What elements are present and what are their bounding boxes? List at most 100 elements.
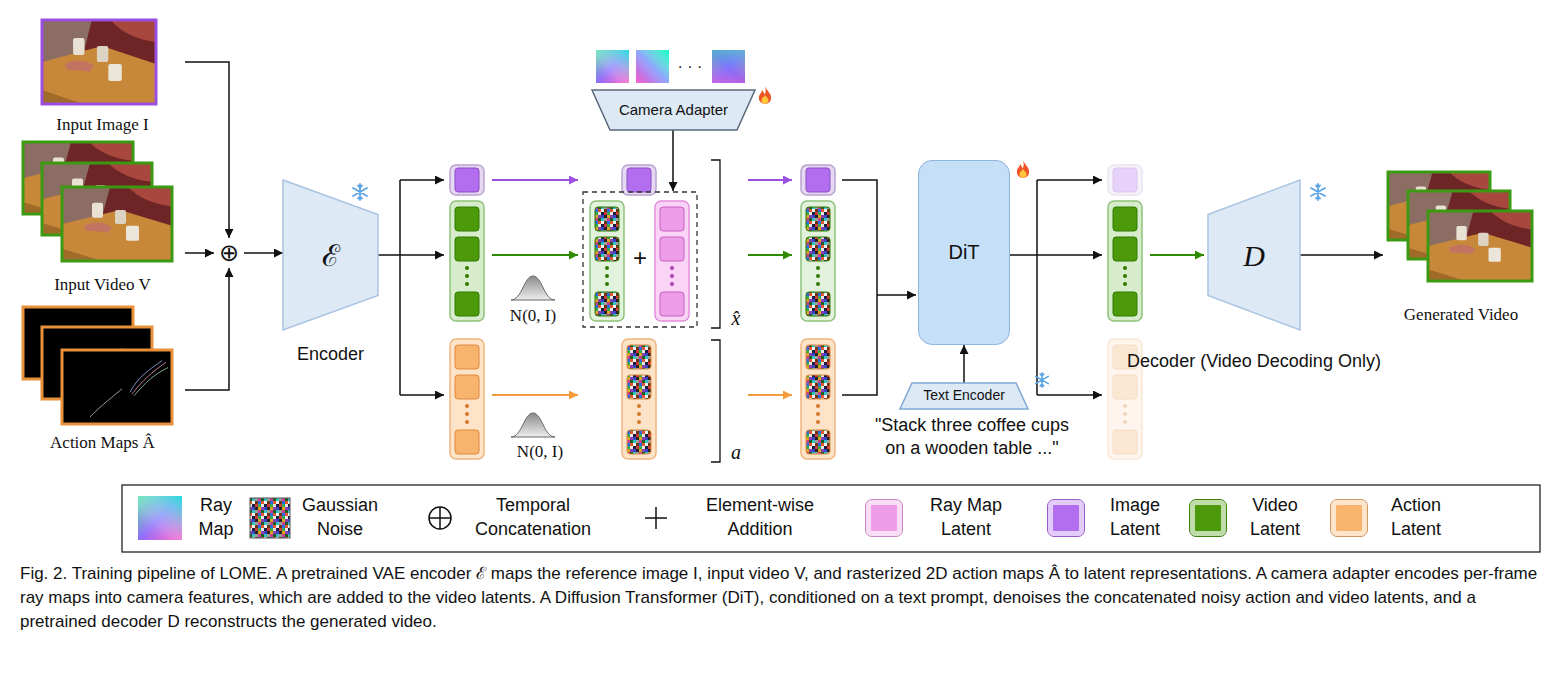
noise-distribution: N(0, I) — [500, 441, 580, 463]
frozen-trainable-icons — [759, 86, 771, 104]
frozen-trainable-icons — [1036, 373, 1049, 387]
encoder-split-arrows — [400, 394, 444, 396]
latent-arrows — [492, 179, 578, 181]
legend-text: Element-wise Addition — [690, 494, 830, 542]
action-maps: Action Maps Â — [20, 302, 185, 457]
action-map-frames — [62, 350, 172, 424]
ray-map-frames — [596, 50, 745, 83]
addition-operator: + — [627, 246, 653, 270]
legend-frame — [429, 507, 451, 529]
node-label: Generated Video — [1383, 304, 1539, 326]
bracket — [711, 160, 720, 462]
latent-column — [801, 165, 835, 195]
legend-frame — [122, 485, 1540, 552]
connector-arrow — [963, 345, 965, 383]
noise-distribution: N(0, I) — [493, 305, 573, 327]
dit-split-arrows — [1037, 179, 1102, 181]
legend-frame — [122, 485, 1540, 552]
ray-map-frames — [596, 50, 629, 83]
noisy-latent-column — [590, 201, 624, 321]
ellipsis: · · · — [670, 57, 710, 78]
ray-map-frames — [596, 50, 629, 83]
output-latent-column — [1108, 165, 1142, 195]
legend-frame — [645, 507, 667, 529]
noisy-latent-column — [622, 339, 656, 459]
noisy-latent-column — [583, 192, 697, 327]
bracket — [711, 160, 720, 328]
frozen-trainable-icons — [1017, 160, 1029, 178]
input-video-frames — [62, 187, 172, 261]
encoder-trapezoid: ℰEncoder — [283, 180, 378, 330]
bracket-label: a — [724, 439, 748, 465]
merge-arrow — [842, 180, 877, 395]
latent-column — [450, 165, 484, 195]
legend-swatch — [1048, 500, 1084, 536]
frozen-trainable-icons — [353, 184, 367, 200]
input-video-frames — [62, 187, 172, 261]
latent-arrows — [492, 180, 578, 395]
node-outline — [900, 383, 1028, 409]
node-label: Input Image I — [20, 114, 185, 136]
gaussian-curve — [511, 276, 555, 300]
node-label: Decoder (Video Decoding Only) — [1104, 350, 1404, 373]
dit-split-arrows — [1010, 180, 1102, 395]
ray-map-frames — [636, 50, 669, 83]
noisy-latent-column — [655, 201, 689, 321]
bracket — [711, 340, 720, 462]
action-map-frames — [62, 350, 172, 424]
latent-arrows — [492, 254, 578, 256]
latent-column — [801, 165, 835, 459]
latent-arrows — [492, 394, 578, 396]
legend-frame — [429, 507, 451, 529]
latent-column — [450, 339, 484, 459]
connector-arrow — [1300, 254, 1383, 256]
output-latent-column — [1150, 254, 1204, 256]
legend-text: Image Latent — [1090, 494, 1180, 542]
legend-text: Action Latent — [1371, 494, 1461, 542]
legend-swatch — [866, 500, 902, 536]
generated-video-frames — [1388, 172, 1532, 281]
merge-arrow — [877, 294, 916, 296]
action-map-frames — [23, 307, 172, 424]
connector-arrow — [185, 62, 229, 238]
legend-frame — [250, 498, 290, 538]
input-video: Input Video V — [20, 140, 185, 298]
latent-arrows — [748, 180, 792, 395]
frozen-trainable-icons — [353, 86, 1325, 387]
dit-split-arrows — [1037, 394, 1102, 396]
latent-arrows — [748, 179, 792, 181]
node-label: Action Maps Â — [20, 432, 185, 454]
input-image: Input Image I — [20, 14, 185, 142]
node-label: Input Video V — [20, 274, 185, 296]
encoder-split-arrows — [378, 180, 444, 395]
connector-arrow — [185, 268, 229, 390]
output-latent-column — [1108, 201, 1142, 321]
node-label: Encoder — [231, 343, 431, 366]
encoder-split-arrows — [400, 179, 444, 181]
encoder-split-arrows — [378, 180, 400, 395]
latent-column — [801, 201, 835, 321]
input-image-photo — [42, 20, 156, 104]
node-outline — [592, 90, 755, 130]
gaussian-curve — [511, 276, 555, 437]
legend-frame — [138, 496, 182, 540]
latent-column — [450, 201, 484, 321]
input-image-photo — [42, 20, 156, 104]
ray-map-frames — [712, 50, 745, 83]
input-image-photo — [42, 20, 156, 104]
text-encoder: Text Encoder — [900, 383, 1028, 409]
frozen-trainable-icons — [1311, 184, 1325, 200]
encoder-split-arrows — [400, 254, 444, 256]
legend-text: Temporal Concatenation — [466, 494, 601, 542]
input-video-frames — [23, 142, 172, 261]
node-label: DiT — [924, 239, 1004, 265]
node-label: Text Encoder — [904, 388, 1024, 403]
dit-split-arrows — [1037, 254, 1102, 256]
bracket-label: x̂ — [724, 305, 748, 331]
dit-split-arrows — [1010, 180, 1037, 395]
node-label: ℰ — [283, 239, 378, 272]
